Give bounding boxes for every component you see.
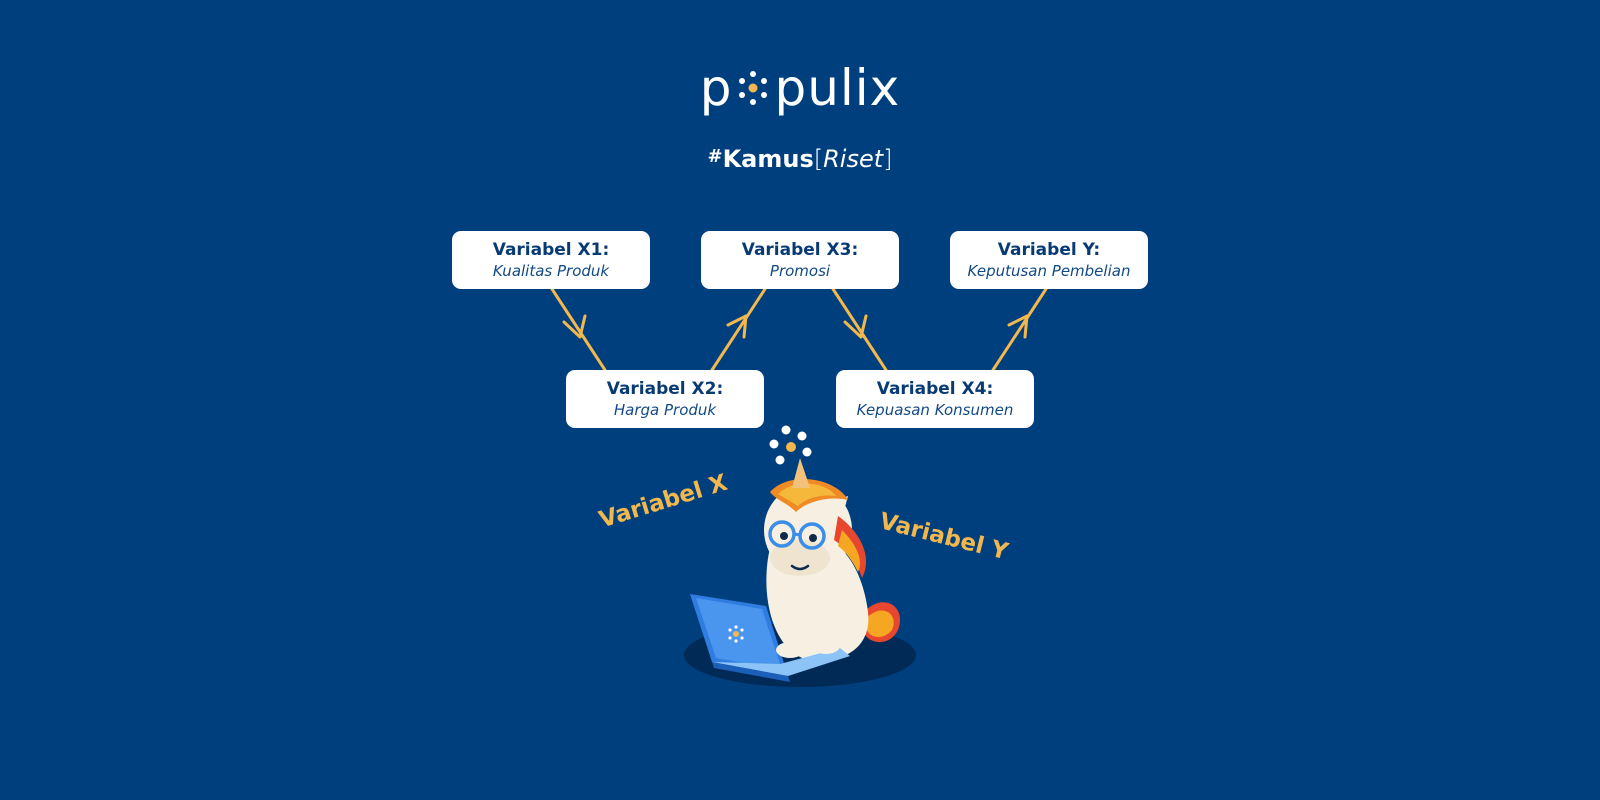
thought-dots-icon [769, 425, 812, 465]
node-variabel-x4: Variabel X4: Kepuasan Konsumen [836, 370, 1034, 428]
edge-x1-x2 [550, 287, 607, 372]
logo-dots-icon [739, 71, 768, 105]
logo-text-end: pulix [774, 59, 901, 117]
edge-x3-x4 [831, 287, 888, 372]
edge-x2-x3 [710, 287, 767, 372]
edge-x1-x2-arrowhead [562, 314, 587, 339]
node-title: Variabel Y: [997, 239, 1101, 260]
subtitle-close-bracket: ] [883, 145, 893, 173]
laptop-logo-icon [728, 625, 744, 643]
node-variabel-x2: Variabel X2: Harga Produk [566, 370, 764, 428]
node-subtitle: Kualitas Produk [492, 261, 610, 280]
edge-x4-y [991, 287, 1048, 372]
subtitle-open-bracket: [ [813, 145, 824, 173]
node-title: Variabel X4: [876, 378, 994, 399]
subtitle-italic: Riset [823, 145, 884, 173]
edge-x4-y-arrowhead [1007, 314, 1029, 339]
node-variabel-x1: Variabel X1: Kualitas Produk [452, 231, 650, 289]
node-variabel-y: Variabel Y: Keputusan Pembelian [950, 231, 1148, 289]
node-variabel-x3: Variabel X3: Promosi [701, 231, 899, 289]
node-subtitle: Harga Produk [613, 400, 717, 419]
node-title: Variabel X2: [606, 378, 724, 399]
node-subtitle: Promosi [769, 261, 831, 280]
populix-logo: p pulix [0, 58, 1600, 118]
node-title: Variabel X1: [492, 239, 610, 260]
subtitle-word: Kamus [722, 145, 814, 173]
edge-x3-x4-arrowhead [843, 314, 868, 339]
logo-text-start: p [699, 59, 733, 117]
edge-x2-x3-arrowhead [726, 314, 748, 339]
node-subtitle: Kepuasan Konsumen [856, 400, 1014, 419]
node-title: Variabel X3: [741, 239, 859, 260]
subtitle-hash: # [707, 146, 723, 167]
node-subtitle: Keputusan Pembelian [967, 261, 1131, 280]
page-subtitle: #Kamus[Riset] [0, 140, 1600, 176]
